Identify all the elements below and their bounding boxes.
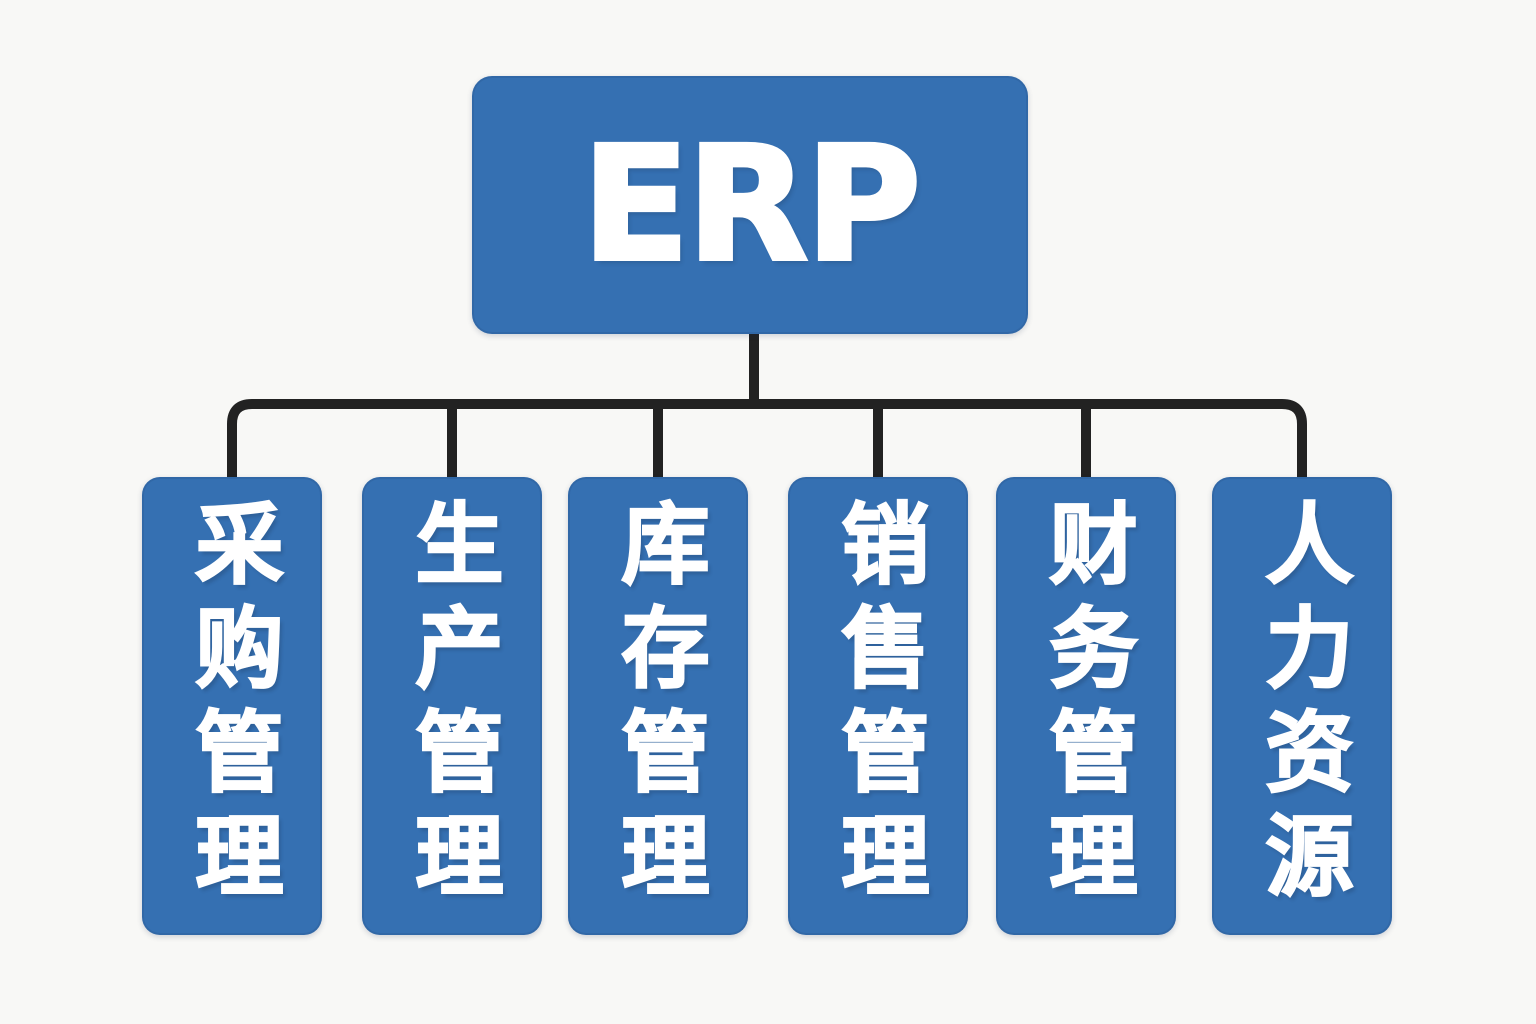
node-inventory-management: 库存管理: [568, 477, 748, 935]
erp-root-label: ERP: [580, 113, 923, 297]
node-sales-management: 销售管理: [788, 477, 968, 935]
inventory-management-label: 库存管理: [606, 497, 711, 915]
connector-bus: [227, 399, 1307, 492]
procurement-management-label: 采购管理: [180, 497, 285, 915]
node-procurement-management: 采购管理: [142, 477, 322, 935]
human-resources-label: 人力资源: [1250, 497, 1355, 915]
finance-management-label: 财务管理: [1034, 497, 1139, 915]
node-erp-root: ERP: [472, 76, 1028, 334]
sales-management-label: 销售管理: [826, 497, 931, 915]
node-human-resources: 人力资源: [1212, 477, 1392, 935]
node-production-management: 生产管理: [362, 477, 542, 935]
node-finance-management: 财务管理: [996, 477, 1176, 935]
production-management-label: 生产管理: [400, 497, 505, 915]
